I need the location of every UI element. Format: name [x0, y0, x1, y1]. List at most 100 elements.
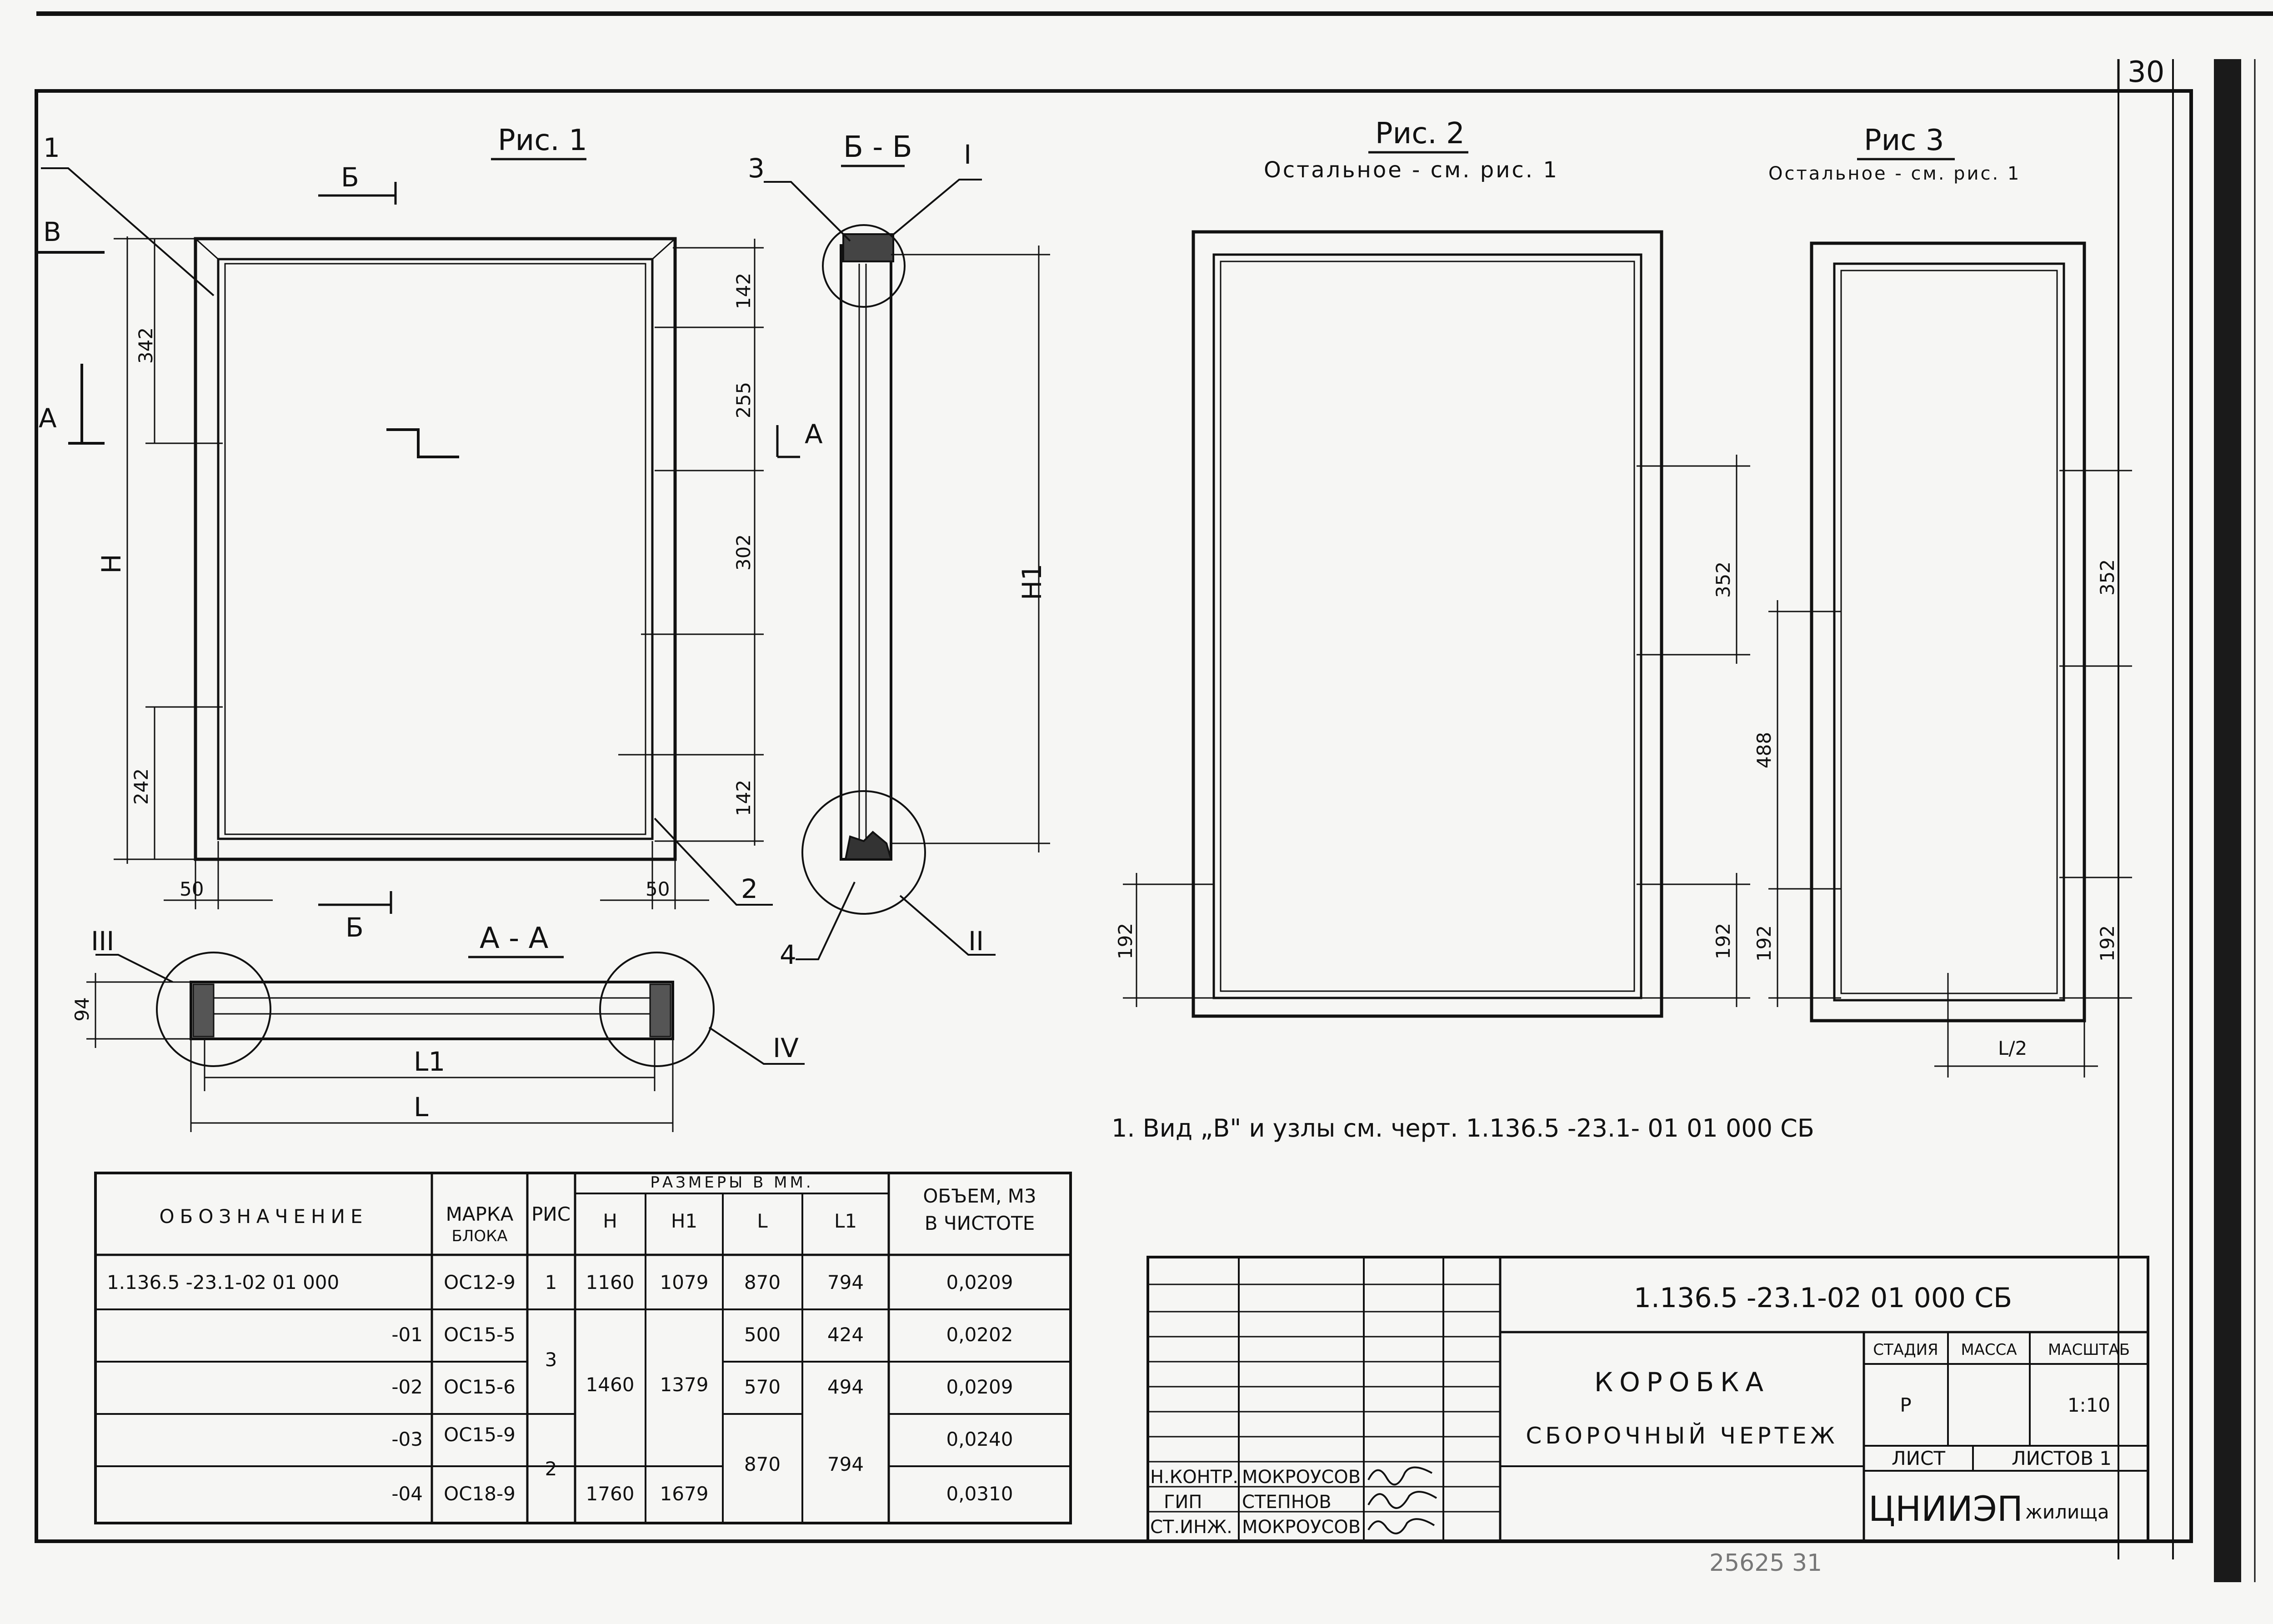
title-org: ЦНИИЭП	[1868, 1489, 2023, 1529]
cell-designation: 1.136.5 -23.1-02 01 000	[107, 1271, 339, 1293]
fig2-subtitle: Остальное - см. рис. 1	[1264, 157, 1559, 183]
cell-H1: 1379	[660, 1373, 709, 1396]
node-I-label: I	[964, 139, 971, 170]
cell-mark: ОС15-6	[444, 1376, 516, 1398]
cut-a-marker-left: А	[39, 403, 57, 434]
cell-H1: 1679	[660, 1483, 709, 1505]
cell-designation: -02	[391, 1376, 423, 1398]
node-III-label: III	[91, 926, 114, 957]
sheet-number: 30	[2128, 55, 2164, 89]
fig1-callout-1: 1	[43, 132, 60, 163]
title-sheets-label: ЛИСТОВ 1	[2012, 1447, 2112, 1469]
signature-mark	[1367, 1518, 1435, 1534]
th-volume: ОБЪЕМ, М3	[923, 1185, 1036, 1207]
cell-volume: 0,0209	[946, 1376, 1013, 1398]
cell-H: 1760	[586, 1483, 635, 1505]
fig3-dim-192-right: 192	[2096, 925, 2118, 962]
th-H1: H1	[671, 1210, 697, 1232]
th-fig: РИС	[531, 1203, 571, 1225]
cell-fig: 3	[545, 1348, 557, 1371]
dim-50-right: 50	[646, 878, 670, 900]
th-L: L	[757, 1210, 768, 1232]
cell-mark: ОС15-9	[444, 1424, 516, 1446]
title-name-line1: КОРОБКА	[1594, 1367, 1770, 1398]
cell-H: 1160	[586, 1271, 635, 1293]
dim-255: 255	[732, 382, 755, 418]
fig3-drawing	[1768, 241, 2132, 1078]
drawing-note: 1. Вид „В" и узлы см. черт. 1.136.5 -23.…	[1111, 1114, 1814, 1143]
dim-94: 94	[71, 997, 93, 1021]
dim-142-bottom: 142	[732, 780, 755, 816]
cell-H1: 1079	[660, 1271, 709, 1293]
cell-L: 500	[744, 1323, 781, 1346]
fig2-title: Рис. 2	[1375, 117, 1465, 150]
cell-mark: ОС18-9	[444, 1483, 516, 1505]
cell-L: 870	[744, 1453, 781, 1475]
signature-row: ГИП СТЕПНОВ	[1164, 1491, 1437, 1513]
table-row: -02 ОС15-6 570 494 0,0209	[391, 1376, 1013, 1398]
cell-fig: 2	[545, 1458, 557, 1480]
section-bb-drawing	[764, 179, 1050, 960]
sign-name: МОКРОУСОВ	[1242, 1517, 1361, 1538]
fig2-dim-192-left: 192	[1114, 923, 1136, 959]
cut-a-marker-right: А	[805, 419, 823, 450]
cell-L1: 424	[827, 1323, 864, 1346]
signature-mark	[1367, 1491, 1437, 1509]
signature-row: СТ.ИНЖ. МОКРОУСОВ	[1150, 1517, 1435, 1538]
dim-L1: L1	[414, 1046, 445, 1077]
section-bb-title: Б - Б	[843, 130, 912, 164]
dim-50-left: 50	[180, 878, 204, 900]
view-b-marker: В	[43, 216, 61, 247]
title-mass-label: МАССА	[1961, 1341, 2017, 1359]
cell-H: 1460	[586, 1373, 635, 1396]
cell-L1: 794	[827, 1453, 864, 1475]
dim-142-top: 142	[732, 273, 755, 309]
node-II-label: II	[968, 926, 984, 957]
signature-mark	[1367, 1466, 1432, 1486]
title-name-line2: СБОРОЧНЫЙ ЧЕРТЕЖ	[1526, 1422, 1838, 1449]
cell-fig: 1	[545, 1271, 557, 1293]
cut-b-marker-top: Б	[341, 162, 359, 193]
title-org2: жилища	[2025, 1501, 2109, 1523]
dim-H1: H1	[1016, 564, 1047, 601]
dim-342: 342	[135, 327, 157, 364]
fig3-dim-488: 488	[1753, 732, 1775, 768]
dim-L: L	[414, 1092, 428, 1123]
dim-302: 302	[732, 534, 755, 571]
fig1-callout-2: 2	[741, 873, 758, 904]
sign-name: МОКРОУСОВ	[1242, 1467, 1361, 1488]
section-aa-title: А - А	[480, 922, 549, 955]
cell-designation: -03	[391, 1428, 423, 1450]
cell-volume: 0,0240	[946, 1428, 1013, 1450]
cell-designation: -04	[391, 1483, 423, 1505]
th-L1: L1	[834, 1210, 857, 1232]
dim-242: 242	[130, 768, 152, 805]
cell-L: 870	[744, 1271, 781, 1293]
th-H: H	[603, 1210, 617, 1232]
cell-mark: ОС12-9	[444, 1271, 516, 1293]
th-designation: ОБОЗНАЧЕНИЕ	[159, 1205, 368, 1228]
table-row: -04 ОС18-9 1760 1679 0,0310	[391, 1483, 1013, 1505]
cell-volume: 0,0202	[946, 1323, 1013, 1346]
sign-role: Н.КОНТР.	[1150, 1467, 1238, 1488]
node-IV-label: IV	[773, 1033, 799, 1063]
title-stage: Р	[1900, 1394, 1911, 1416]
fig1-title: Рис. 1	[498, 124, 587, 157]
cell-L1: 494	[827, 1376, 864, 1398]
dim-H: H	[96, 554, 127, 574]
cell-volume: 0,0209	[946, 1271, 1013, 1293]
th-sizes: РАЗМЕРЫ В ММ.	[650, 1173, 813, 1192]
signature-row: Н.КОНТР. МОКРОУСОВ	[1150, 1466, 1432, 1488]
cell-L: 570	[744, 1376, 781, 1398]
fig3-subtitle: Остальное - см. рис. 1	[1768, 163, 2021, 184]
bb-callout-4: 4	[780, 939, 796, 970]
cut-b-marker-bottom: Б	[345, 912, 364, 943]
th-mark2: БЛОКА	[451, 1227, 507, 1245]
fig1-drawing	[36, 167, 800, 914]
fig2-dim-352: 352	[1712, 561, 1734, 598]
cell-volume: 0,0310	[946, 1483, 1013, 1505]
th-mark: МАРКА	[446, 1203, 514, 1225]
bb-callout-3: 3	[748, 153, 765, 184]
